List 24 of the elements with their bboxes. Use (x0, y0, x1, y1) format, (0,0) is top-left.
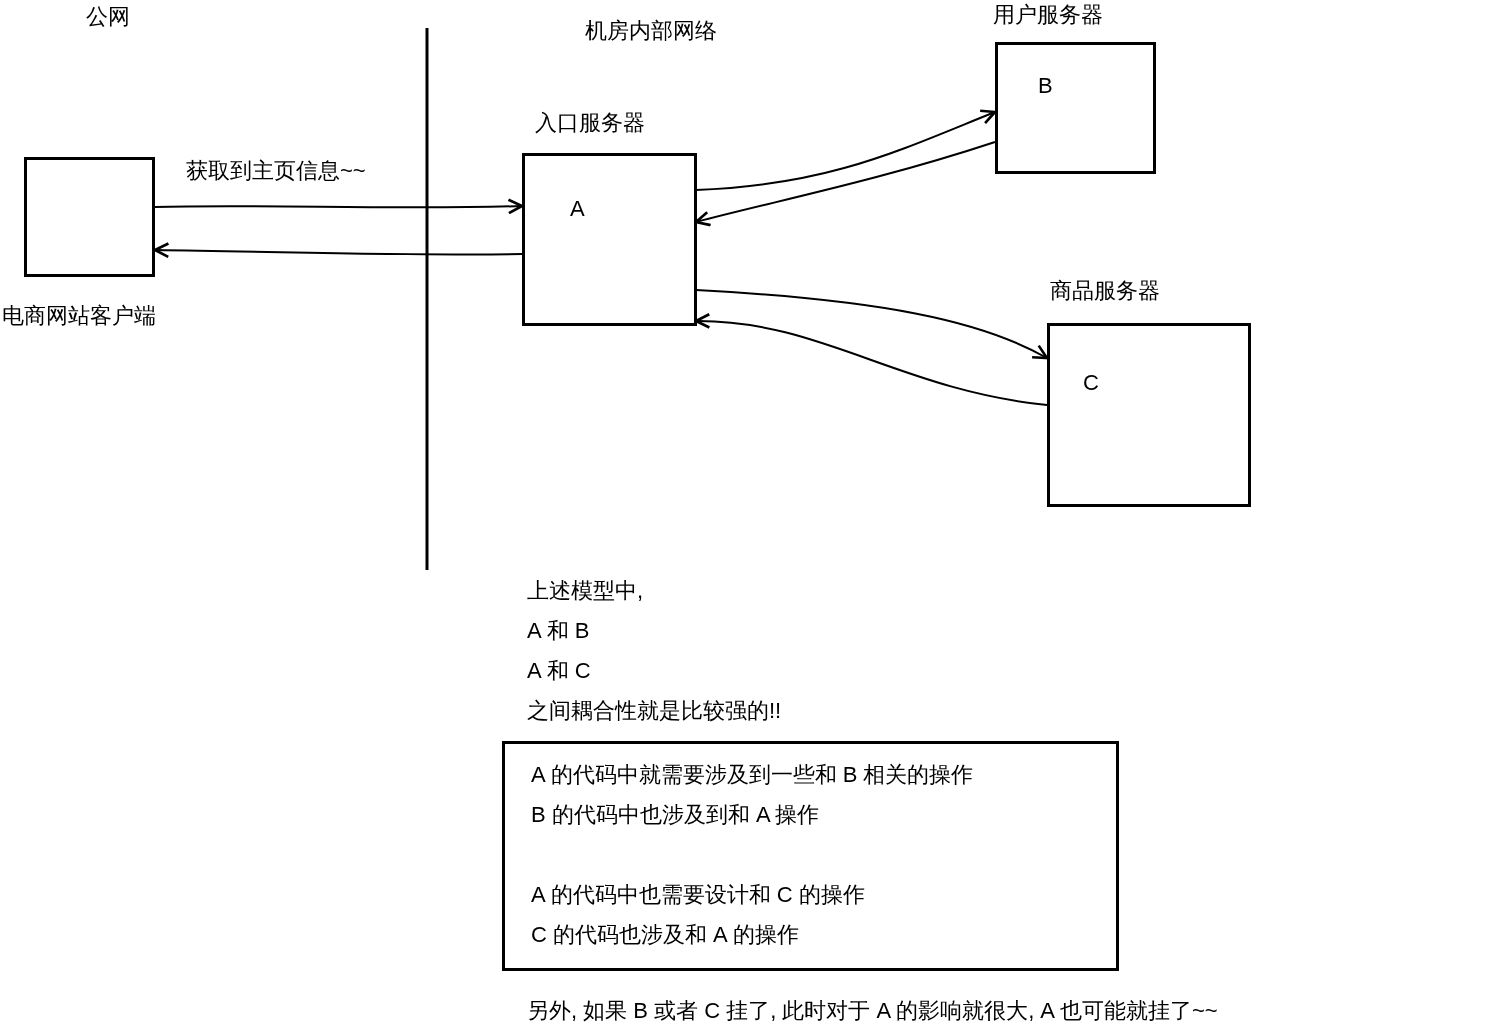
note-text: B 的代码中也涉及到和 A 操作 (531, 802, 820, 829)
note-text: C 的代码也涉及和 A 的操作 (531, 922, 799, 949)
arrow (154, 198, 524, 215)
note-text: 之间耦合性就是比较强的!! (527, 698, 782, 725)
edge-label: 获取到主页信息~~ (186, 158, 366, 185)
note-text: A 的代码中也需要设计和 C 的操作 (531, 882, 865, 909)
box-heading: 商品服务器 (1050, 278, 1160, 305)
note-text: A 和 B (527, 618, 590, 645)
arrow (153, 242, 523, 259)
box-heading: 用户服务器 (993, 2, 1103, 29)
box-letter: B (1038, 73, 1053, 100)
note-text: 上述模型中, (527, 578, 644, 605)
region-label: 机房内部网络 (585, 18, 717, 45)
arrow (695, 289, 1049, 360)
note-text: A 和 C (527, 658, 591, 685)
note-box (502, 741, 1119, 971)
box-letter: C (1083, 370, 1099, 397)
box-heading: 电商网站客户端 (2, 303, 156, 330)
note-text: A 的代码中就需要涉及到一些和 B 相关的操作 (531, 762, 974, 789)
arrow (695, 109, 997, 191)
region-label: 公网 (86, 4, 130, 31)
note-text: 另外, 如果 B 或者 C 挂了, 此时对于 A 的影响就很大, A 也可能就挂了~~ (527, 998, 1218, 1025)
box-letter: A (570, 196, 585, 223)
box-heading: 入口服务器 (535, 110, 645, 137)
